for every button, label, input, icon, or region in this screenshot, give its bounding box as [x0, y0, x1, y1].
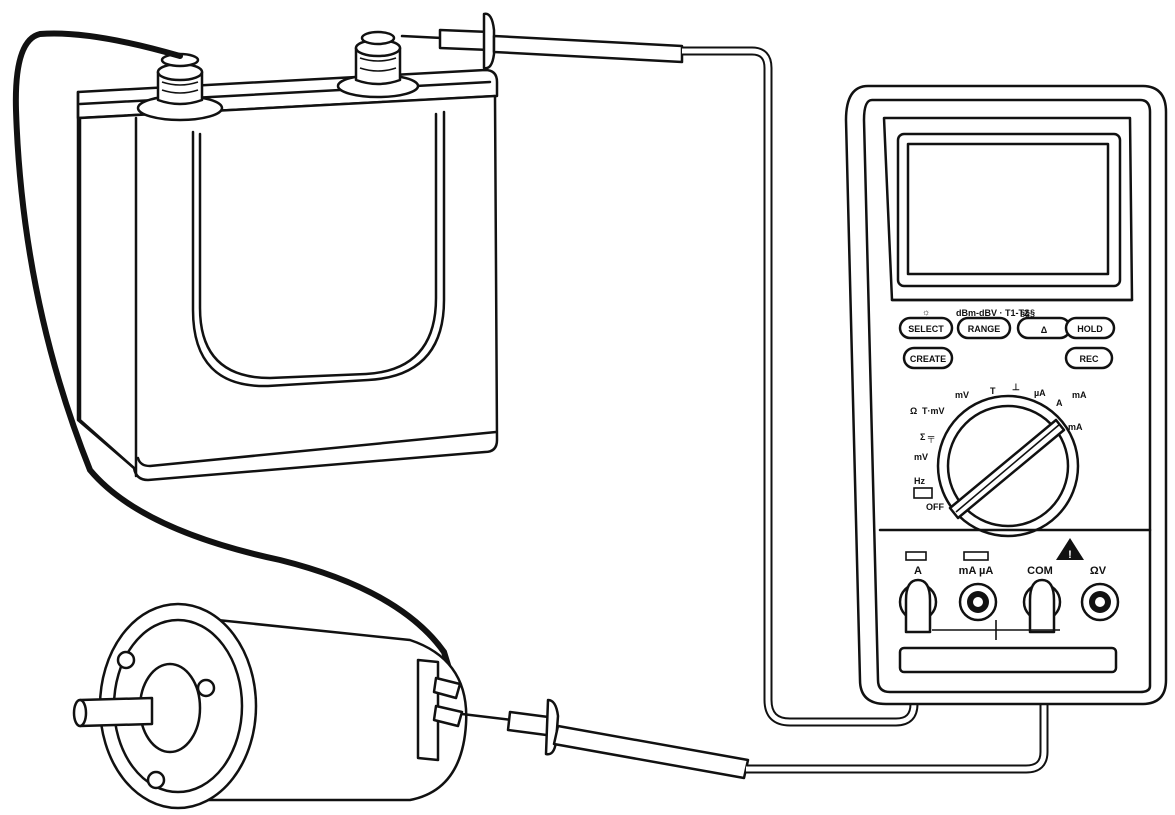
svg-text:T: T [990, 386, 996, 396]
svg-text:mA: mA [1068, 422, 1083, 432]
multimeter: ☼ dBm-dBV · T1-T2 §§§ SELECT RANGE Δ HOL… [844, 84, 1168, 706]
svg-text:Δ: Δ [1041, 325, 1048, 335]
delta-button[interactable]: Δ [1016, 316, 1072, 340]
rotary-dial[interactable] [936, 394, 1080, 538]
svg-text:SELECT: SELECT [908, 324, 944, 334]
svg-text:Ω: Ω [910, 406, 917, 416]
jack-label-ma-ua: mA µA [959, 565, 994, 577]
rec-button[interactable]: REC [1064, 346, 1114, 370]
jack-ohm-v[interactable] [1080, 582, 1120, 622]
svg-text:Σ ╤: Σ ╤ [920, 432, 935, 443]
svg-text:§§§: §§§ [1020, 308, 1035, 318]
range-button[interactable]: RANGE [956, 316, 1012, 340]
svg-text:REC: REC [1079, 354, 1099, 364]
svg-text:!: ! [1068, 549, 1072, 561]
svg-text:mV: mV [955, 390, 969, 400]
svg-text:CREATE: CREATE [910, 354, 946, 364]
svg-text:⊥: ⊥ [1012, 382, 1020, 392]
jack-label-com: COM [1027, 565, 1053, 577]
select-button[interactable]: SELECT [898, 316, 954, 340]
warning-triangle-icon: ! [1056, 538, 1084, 561]
svg-text:dBm-dBV · T1-T2: dBm-dBV · T1-T2 [956, 308, 1029, 318]
create-button[interactable]: CREATE [902, 346, 954, 370]
dial-scale-marks: Ω T·mV Σ ╤ mV T ⊥ µA A mA mA mV Hz OFF [910, 382, 1087, 512]
svg-text:HOLD: HOLD [1077, 324, 1103, 334]
svg-text:T·mV: T·mV [922, 406, 945, 416]
probe-top [400, 12, 684, 70]
jack-label-a: A [914, 565, 922, 577]
svg-text:mV: mV [914, 452, 928, 462]
svg-text:A: A [1056, 398, 1063, 408]
svg-text:OFF: OFF [926, 502, 944, 512]
dc-motor [72, 602, 468, 810]
probe-bottom [460, 698, 750, 780]
svg-text:RANGE: RANGE [968, 324, 1001, 334]
svg-text:☼: ☼ [922, 307, 930, 317]
jack-ma-ua[interactable] [958, 582, 998, 622]
black-wire [12, 30, 455, 681]
capacitor-terminal-right [336, 30, 420, 99]
svg-text:µA: µA [1034, 388, 1046, 398]
lcd-display [896, 132, 1122, 288]
capacitor-can [76, 30, 499, 482]
svg-text:mA: mA [1072, 390, 1087, 400]
svg-text:Hz: Hz [914, 476, 925, 486]
jack-label-ohm-v: ΩV [1090, 565, 1107, 577]
hold-button[interactable]: HOLD [1064, 316, 1116, 340]
